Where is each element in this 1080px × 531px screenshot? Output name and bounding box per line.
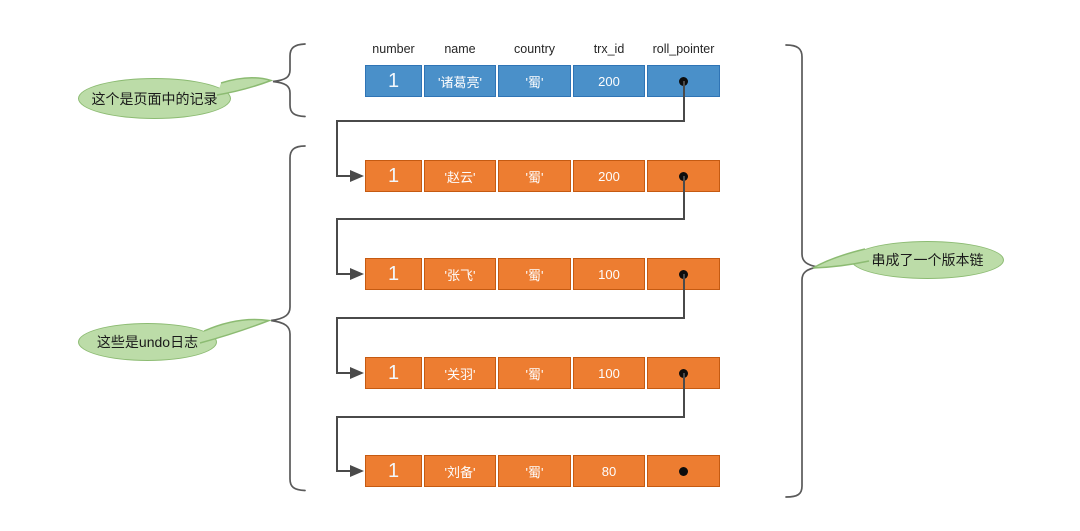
- column-header-number: number: [372, 42, 415, 56]
- cell-trx-id: 200: [573, 160, 645, 192]
- page-record-row: 1 '诸葛亮' '蜀' 200: [365, 65, 722, 97]
- cell-roll-pointer: [647, 65, 720, 97]
- cell-name: '刘备': [424, 455, 496, 487]
- cell-roll-pointer: [647, 258, 720, 290]
- cell-number: 1: [365, 258, 422, 290]
- arrowhead-3: [350, 367, 364, 379]
- cell-roll-pointer: [647, 455, 720, 487]
- roll-pointer-dot: [679, 466, 688, 476]
- undo-log-row-3: 1 '关羽' '蜀' 100: [365, 357, 722, 389]
- cell-country: '蜀': [498, 258, 571, 290]
- undo-log-row-2: 1 '张飞' '蜀' 100: [365, 258, 722, 290]
- cell-trx-id: 200: [573, 65, 645, 97]
- cell-country: '蜀': [498, 160, 571, 192]
- cell-name: '张飞': [424, 258, 496, 290]
- cell-number: 1: [365, 455, 422, 487]
- cell-trx-id: 80: [573, 455, 645, 487]
- speech-bubble-page-record: 这个是页面中的记录: [78, 78, 231, 119]
- column-header-country: country: [514, 42, 555, 56]
- column-headers: number name country trx_id roll_pointer: [365, 42, 722, 56]
- speech-bubble-label: 这些是undo日志: [96, 334, 199, 350]
- roll-pointer-dot: [679, 171, 688, 181]
- cell-country: '蜀': [498, 65, 571, 97]
- speech-bubble-label: 串成了一个版本链: [871, 252, 984, 268]
- cell-name: '赵云': [424, 160, 496, 192]
- speech-bubble-version-chain: 串成了一个版本链: [851, 241, 1004, 279]
- roll-pointer-dot: [679, 368, 688, 378]
- cell-country: '蜀': [498, 357, 571, 389]
- arrowhead-2: [350, 268, 364, 280]
- arrowhead-1: [350, 170, 364, 182]
- column-header-trx-id: trx_id: [593, 42, 625, 56]
- column-header-name: name: [444, 42, 476, 56]
- undo-log-row-4: 1 '刘备' '蜀' 80: [365, 455, 722, 487]
- column-header-roll-pointer: roll_pointer: [652, 42, 715, 56]
- cell-number: 1: [365, 65, 422, 97]
- cell-roll-pointer: [647, 357, 720, 389]
- roll-pointer-dot: [679, 76, 688, 86]
- arrowhead-4: [350, 465, 364, 477]
- cell-trx-id: 100: [573, 357, 645, 389]
- cell-country: '蜀': [498, 455, 571, 487]
- speech-bubble-label: 这个是页面中的记录: [91, 90, 218, 107]
- brace-undo-logs: [270, 145, 306, 492]
- roll-pointer-dot: [679, 269, 688, 279]
- cell-number: 1: [365, 160, 422, 192]
- speech-bubble-undo-logs: 这些是undo日志: [78, 323, 217, 361]
- cell-trx-id: 100: [573, 258, 645, 290]
- brace-version-chain: [785, 44, 819, 498]
- cell-number: 1: [365, 357, 422, 389]
- brace-page-record: [272, 43, 306, 118]
- undo-log-row-1: 1 '赵云' '蜀' 200: [365, 160, 722, 192]
- cell-name: '诸葛亮': [424, 65, 496, 97]
- cell-roll-pointer: [647, 160, 720, 192]
- cell-name: '关羽': [424, 357, 496, 389]
